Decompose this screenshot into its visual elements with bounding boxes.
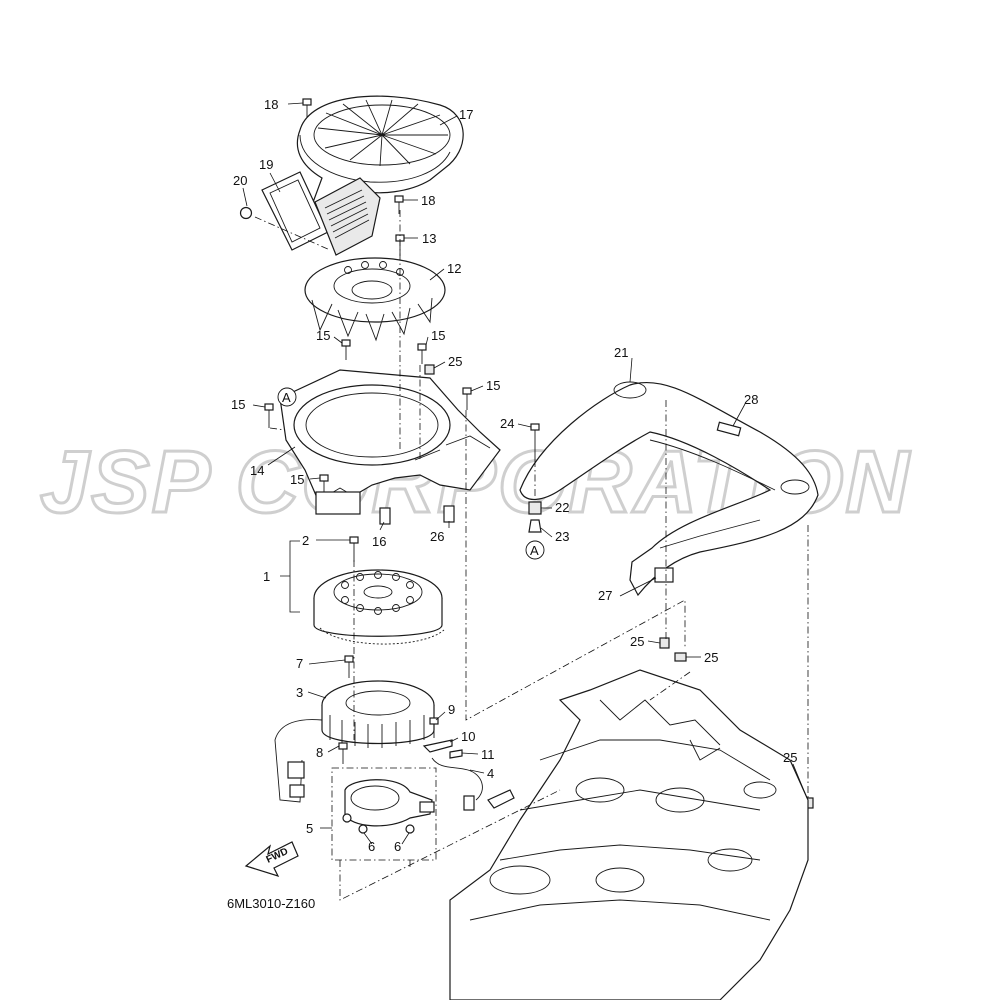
washer-22: [528, 501, 542, 515]
callout-9: 9: [448, 702, 455, 717]
pulser-coil-group-box: [331, 767, 437, 861]
callout-23: 23: [555, 529, 569, 544]
ref-mark-a-bottom: A: [525, 540, 545, 560]
screw-6a: [358, 824, 368, 834]
callout-20: 20: [233, 173, 247, 188]
callout-11: 11: [481, 747, 495, 762]
collar-23: [528, 519, 542, 533]
axis-line-grommet: [254, 216, 331, 251]
stator-bracket-14: [279, 369, 501, 515]
screw-6b: [405, 824, 415, 834]
callout-25b: 25: [630, 634, 644, 649]
stator-coil-3: [274, 680, 435, 803]
bolt-15c: [264, 403, 274, 428]
grommet-20: [239, 206, 253, 220]
ref-mark-a-top: A: [277, 387, 297, 407]
callout-28: 28: [744, 392, 758, 407]
bolt-18b: [394, 195, 404, 214]
callout-15a: 15: [316, 328, 330, 343]
callout-6b: 6: [394, 839, 401, 854]
pulser-coil-5: [342, 779, 435, 827]
axis-line-misc: [409, 671, 691, 870]
diagram-code: 6ML3010-Z160: [227, 896, 315, 911]
callout-6a: 6: [368, 839, 375, 854]
callout-15b: 15: [431, 328, 445, 343]
callout-13: 13: [422, 231, 436, 246]
callout-15e: 15: [290, 472, 304, 487]
callout-4: 4: [487, 766, 494, 781]
callout-24: 24: [500, 416, 514, 431]
callout-18a: 18: [264, 97, 278, 112]
bracket-10: [422, 739, 453, 753]
leader-lines: [242, 102, 808, 845]
callout-2: 2: [302, 533, 309, 548]
callout-25d: 25: [783, 750, 797, 765]
vent-grille: [314, 177, 381, 256]
bolt-15d: [462, 387, 472, 410]
callout-3: 3: [296, 685, 303, 700]
callout-14: 14: [250, 463, 264, 478]
engine-block: [449, 669, 809, 1000]
callout-5: 5: [306, 821, 313, 836]
ref-mark-a-top-text: A: [282, 390, 291, 405]
clip-26: [443, 505, 455, 523]
bolt-9: [429, 717, 439, 738]
flywheel-cover-17: [296, 95, 464, 213]
axis-line-pulser: [339, 789, 561, 901]
callout-22: 22: [555, 500, 569, 515]
fwd-arrow: FWD: [244, 841, 299, 877]
bolt-8: [338, 742, 348, 764]
callout-21: 21: [614, 345, 628, 360]
callout-10: 10: [461, 729, 475, 744]
clip-16: [379, 507, 391, 525]
bolt-2: [349, 536, 359, 562]
callout-8: 8: [316, 745, 323, 760]
callout-7: 7: [296, 656, 303, 671]
cooling-fan-12: [304, 257, 446, 342]
lead-wire-4: [431, 757, 515, 811]
axis-line-a: [269, 427, 286, 431]
bolt-15b: [417, 343, 427, 364]
grommet-25c: [674, 652, 687, 662]
bolt-7: [344, 655, 354, 678]
callout-18b: 18: [421, 193, 435, 208]
flywheel-1: [313, 569, 445, 645]
callout-16: 16: [372, 534, 386, 549]
callout-17: 17: [459, 107, 473, 122]
callout-15c: 15: [231, 397, 245, 412]
callout-27: 27: [598, 588, 612, 603]
callout-15d: 15: [486, 378, 500, 393]
grommet-25b: [659, 637, 670, 649]
callout-labels: 18 17 18 19 20 13 12 15 15 25 15 15 14 1…: [231, 97, 797, 854]
screw-11: [449, 749, 463, 759]
top-cowling-21: [519, 381, 819, 597]
callout-19: 19: [259, 157, 273, 172]
bolt-18a: [302, 98, 312, 118]
bolt-15a: [341, 339, 351, 360]
callout-25c: 25: [704, 650, 718, 665]
callout-1: 1: [263, 569, 270, 584]
callout-12: 12: [447, 261, 461, 276]
ref-mark-a-bottom-text: A: [530, 543, 539, 558]
grommet-25a: [424, 364, 435, 375]
callout-26: 26: [430, 529, 444, 544]
axis-line-bracket: [465, 410, 686, 721]
callout-25a: 25: [448, 354, 462, 369]
